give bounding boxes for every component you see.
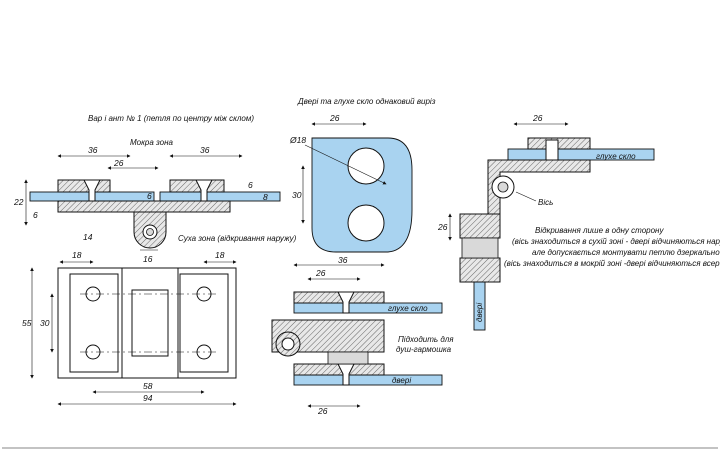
right-spacer [461, 237, 499, 259]
dim-55: 55 [22, 318, 32, 328]
dim-26-bot: 26 [317, 406, 328, 416]
opening-line4: (вісь знаходиться в мокрій зоні -двері в… [504, 259, 720, 268]
right-glass [159, 191, 281, 202]
dim-36a: 36 [88, 145, 98, 155]
glass-cutout-shape [311, 137, 413, 253]
lower-body [57, 200, 231, 213]
center-block [121, 268, 179, 378]
dim-30-cut: 30 [292, 190, 302, 200]
accordion-section: 36 26 глухе скло двері Підходить для душ… [271, 255, 454, 416]
door-right-label: двері [475, 303, 484, 322]
variant1-section: Вар і ант № 1 (петля по центру між склом… [13, 114, 297, 264]
screw-mid-top [337, 291, 355, 314]
axis-label: Вісь [538, 198, 553, 207]
hinge-pin-core [146, 228, 154, 236]
dim-6b: 6 [248, 180, 253, 190]
dry-zone-label: Суха зона (відкривання наружу) [178, 234, 297, 243]
left-screw [83, 179, 101, 202]
pin-mid [281, 337, 295, 351]
hinge-plan-view: 18 18 55 30 58 94 [22, 250, 237, 406]
fixed-glass-right-label: глухе скло [596, 152, 636, 161]
door-glass-mid [293, 374, 443, 386]
dim-36b: 36 [200, 145, 210, 155]
cutout-hole-bottom [347, 204, 385, 242]
opening-line3: але допускається монтувати петлю дзеркал… [532, 248, 720, 257]
corner-pin [497, 181, 509, 193]
dim-94: 94 [143, 393, 153, 403]
glass-cutout-view: Двері та глухе скло однаковий виріз 26 Ø… [289, 97, 436, 253]
opening-line1: Відкривання лише в одну сторону [535, 226, 664, 235]
right-top-plate [527, 137, 591, 150]
dim-36-mid: 36 [338, 255, 348, 265]
dim-18b: 18 [215, 250, 225, 260]
dim-6d: 6 [33, 210, 38, 220]
dim-8: 8 [263, 192, 268, 202]
cutout-title: Двері та глухе скло однаковий виріз [297, 97, 436, 106]
spacer-mid [327, 351, 369, 365]
axis-leader [515, 191, 537, 202]
dim-phi18: Ø18 [289, 135, 306, 145]
wet-zone-label: Мокра зона [130, 138, 173, 147]
corner-section: 26 глухе скло Вісь 26 двері Відкривання … [437, 113, 720, 331]
dim-30a: 30 [40, 318, 50, 328]
dim-26-mid: 26 [315, 268, 326, 278]
right-lower-plate-a [459, 213, 501, 239]
phi-leader [304, 144, 387, 185]
opening-line2: (вісь знаходиться в сухій зоні - двері в… [512, 237, 720, 246]
dim-26-right: 26 [532, 113, 543, 123]
dim-26-rv: 26 [437, 222, 448, 232]
dim-18a: 18 [72, 250, 82, 260]
dim-22: 22 [13, 197, 24, 207]
left-upper-plate [57, 179, 111, 193]
fixed-glass-center-label: глухе скло [388, 304, 428, 313]
suitable-line1: Підходить для [398, 335, 454, 344]
dim-16: 16 [143, 254, 153, 264]
corner-screw [545, 139, 559, 161]
right-lower-plate-b [459, 257, 501, 283]
dim-26a: 26 [113, 158, 124, 168]
dim-26-cut: 26 [329, 113, 340, 123]
right-screw [195, 179, 213, 202]
dim-6a: 6 [147, 191, 152, 201]
variant1-title: Вар і ант № 1 (петля по центру між склом… [88, 114, 254, 123]
suitable-line2: душ-гармошка [396, 345, 452, 354]
dim-58: 58 [143, 381, 153, 391]
cutout-hole-top [347, 147, 385, 185]
door-center-label: двері [392, 376, 411, 385]
dim-14: 14 [83, 232, 93, 242]
